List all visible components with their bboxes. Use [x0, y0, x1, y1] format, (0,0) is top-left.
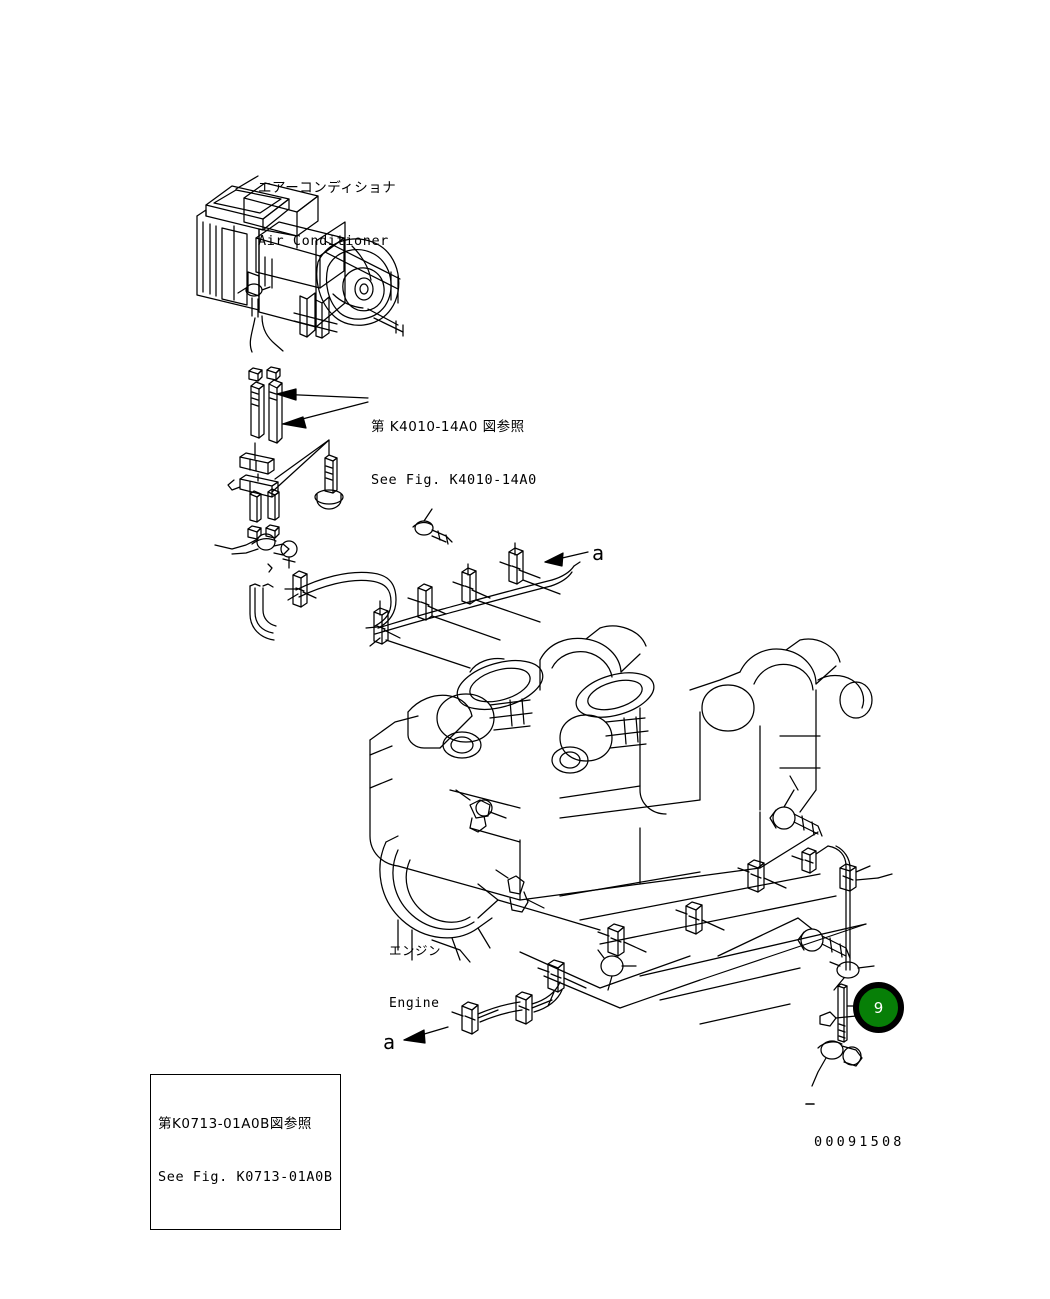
engine-label-en: Engine	[389, 996, 440, 1012]
hose-pipe-assembly	[227, 315, 344, 540]
reference-figure-box-en: See Fig. K0713-01A0B	[158, 1169, 333, 1186]
reference-figure-box-jp: 第K0713-01A0B図参照	[158, 1115, 312, 1132]
section-marker-a-bottom: a	[383, 1030, 396, 1054]
reference-figure-upper: 第 K4010-14A0 図参照 See Fig. K4010-14A0	[371, 382, 537, 527]
air-conditioner-label-jp: エアーコンディショナ	[258, 179, 397, 196]
engine-label: エンジン Engine	[389, 906, 441, 1049]
reference-leader-arrows	[276, 388, 369, 429]
lower-hose-clamps	[451, 859, 787, 1035]
drawing-number: 00091508	[814, 1134, 905, 1150]
air-conditioner-assembly	[196, 175, 404, 339]
engine-label-jp: エンジン	[389, 942, 442, 958]
hose-end-fittings	[214, 533, 298, 573]
part-callout-9[interactable]: 9	[853, 982, 904, 1033]
reference-figure-box: 第K0713-01A0B図参照 See Fig. K0713-01A0B	[150, 1074, 341, 1231]
refrigerant-hose-routing	[249, 508, 581, 669]
section-marker-a-top: a	[592, 541, 605, 565]
section-arrows	[403, 551, 589, 1044]
reference-figure-upper-jp: 第 K4010-14A0 図参照	[371, 418, 525, 435]
engine-assembly	[369, 625, 873, 1025]
boxed-reference-leader	[699, 923, 867, 981]
engine-mount-clamps	[455, 775, 893, 1087]
reference-figure-upper-en: See Fig. K4010-14A0	[371, 472, 537, 489]
air-conditioner-label: エアーコンディショナ Air Conditioner	[258, 143, 396, 288]
air-conditioner-label-en: Air Conditioner	[258, 233, 389, 250]
